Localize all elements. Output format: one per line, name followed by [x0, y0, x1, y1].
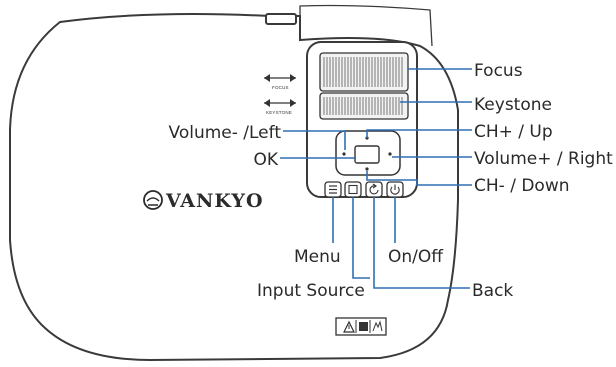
callout-keystone: Keystone	[474, 95, 552, 115]
right-button[interactable]	[388, 152, 392, 156]
leader-volume-left	[283, 130, 346, 150]
keystone-indicator-label: KEYSTONE	[266, 110, 292, 115]
callout-ch-down: CH- / Down	[474, 176, 570, 196]
focus-indicator-label: FOCUS	[272, 85, 289, 90]
callout-input-source: Input Source	[257, 281, 365, 301]
ok-button[interactable]	[354, 145, 380, 164]
power-button[interactable]	[386, 181, 404, 198]
menu-button[interactable]	[324, 181, 342, 198]
callout-focus: Focus	[474, 61, 523, 81]
input-source-button[interactable]	[344, 181, 362, 198]
menu-icon	[329, 185, 337, 194]
keystone-wheel-ridges	[323, 97, 403, 115]
callout-volume-left: Volume- /Left	[169, 123, 282, 143]
brand-logo: VANKYO	[143, 190, 264, 212]
callout-on-off: On/Off	[388, 247, 444, 267]
brand-name: VANKYO	[165, 190, 264, 212]
power-icon	[390, 184, 400, 195]
keystone-indicator: KEYSTONE	[264, 99, 296, 115]
down-button[interactable]	[365, 167, 369, 171]
callout-ok: OK	[253, 150, 278, 170]
leader-ch-up	[366, 129, 472, 138]
callout-back: Back	[472, 281, 513, 301]
callout-menu: Menu	[294, 247, 341, 267]
callout-ch-up: CH+ / Up	[474, 122, 553, 142]
rear-tab	[265, 13, 297, 25]
focus-wheel-ridges	[323, 57, 403, 87]
warning-labels	[335, 317, 387, 336]
laser-warning-icon	[359, 322, 368, 331]
leader-back	[373, 197, 470, 289]
back-icon	[369, 183, 379, 195]
back-button[interactable]	[365, 181, 383, 198]
projector-logo-icon	[143, 190, 163, 210]
no-touch-icon	[372, 320, 383, 332]
focus-indicator: FOCUS	[264, 74, 296, 90]
top-panel-edge	[299, 4, 433, 47]
leader-input-source	[352, 197, 370, 279]
warning-icon	[343, 320, 355, 333]
left-button[interactable]	[342, 152, 346, 156]
input-source-icon	[348, 184, 358, 195]
leader-lines	[280, 68, 472, 289]
leader-ch-down	[366, 171, 472, 186]
callout-volume-right: Volume+ / Right	[474, 149, 613, 169]
